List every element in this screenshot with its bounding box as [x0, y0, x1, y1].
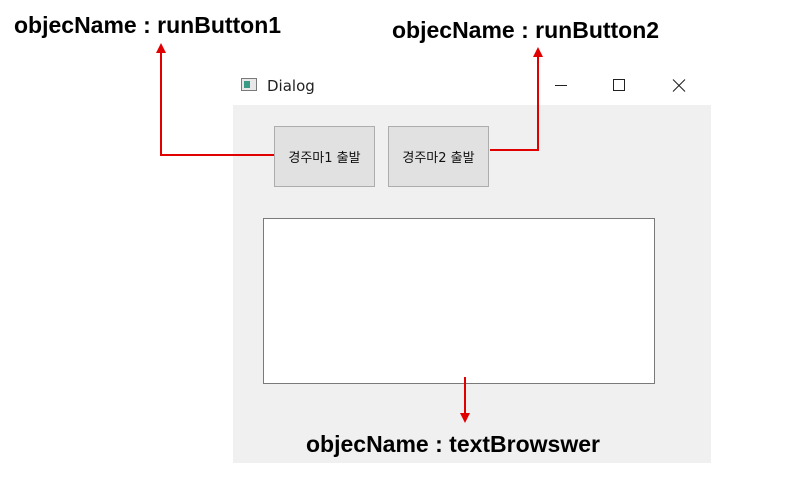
minimize-icon: [555, 85, 567, 86]
minimize-button[interactable]: [538, 68, 584, 104]
annotation-textbrowser: objecName : textBrowswer: [306, 431, 600, 457]
text-browser[interactable]: [263, 218, 655, 384]
run-button-2[interactable]: 경주마2 출발: [388, 126, 489, 187]
run-button-1[interactable]: 경주마1 출발: [274, 126, 375, 187]
annotation-runbutton2: objecName : runButton2: [392, 17, 660, 43]
maximize-button[interactable]: [596, 68, 642, 104]
close-button[interactable]: [656, 68, 702, 104]
maximize-icon: [613, 79, 625, 91]
app-window-icon: [241, 78, 257, 91]
window-titlebar[interactable]: Dialog: [232, 68, 711, 105]
close-icon: [672, 79, 686, 92]
window-title: Dialog: [267, 77, 315, 95]
annotation-runbutton1: objecName : runButton1: [14, 12, 282, 38]
